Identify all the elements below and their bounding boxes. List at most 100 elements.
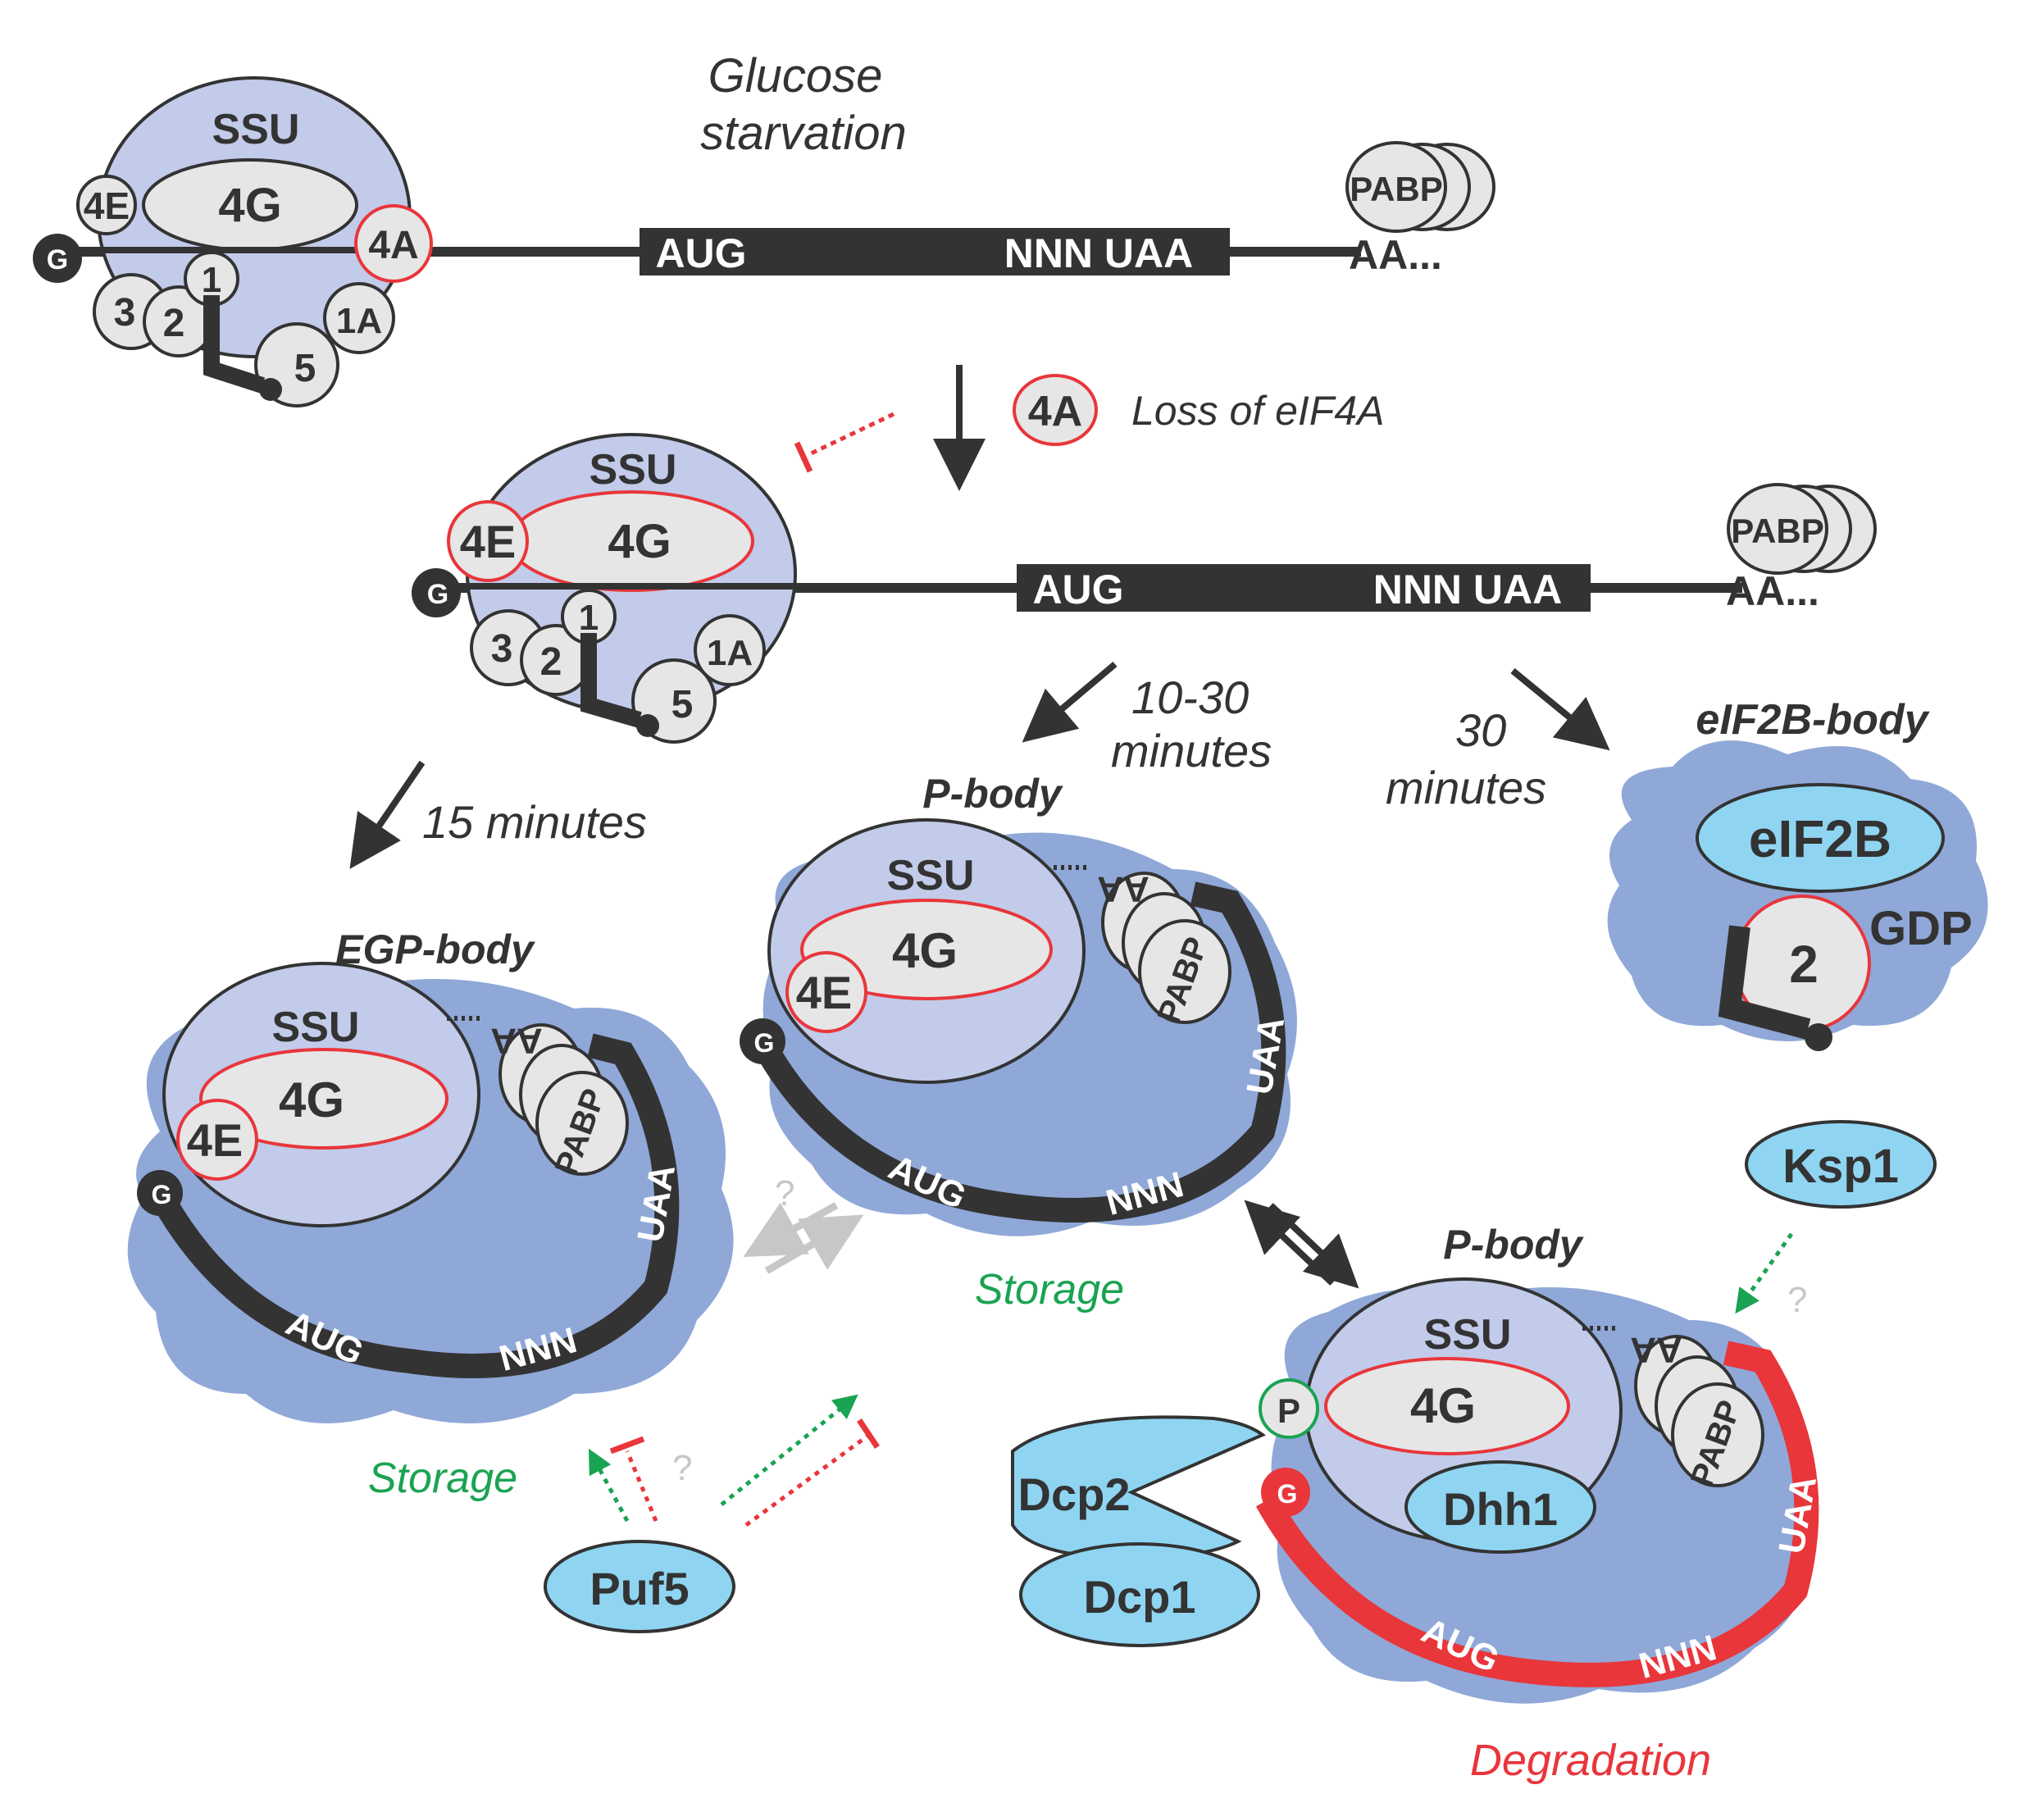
loss-text: Loss of eIF4A — [1131, 388, 1385, 434]
time-15: 15 minutes — [422, 796, 647, 848]
svg-text:P: P — [1277, 1391, 1300, 1430]
svg-text:4E: 4E — [187, 1114, 244, 1166]
svg-text:4G: 4G — [279, 1072, 344, 1127]
svg-text:AA: AA — [1630, 1330, 1682, 1370]
ssu-label: SSU — [212, 106, 300, 153]
svg-text:4G: 4G — [608, 515, 671, 568]
title-line-1: Glucose — [708, 49, 883, 102]
gray-arrow-right — [764, 1214, 864, 1274]
black-arrow-down — [1268, 1203, 1359, 1289]
title: Glucose starvation — [700, 49, 906, 160]
svg-text:?: ? — [672, 1448, 692, 1488]
svg-text:minutes: minutes — [1111, 725, 1272, 776]
svg-text:Ksp1: Ksp1 — [1782, 1140, 1899, 1193]
cds-bar — [640, 228, 1230, 275]
svg-text:Puf5: Puf5 — [590, 1563, 689, 1614]
gdp-label: GDP — [1869, 902, 1973, 955]
eif4a-badge — [1013, 374, 1098, 446]
svg-text:2: 2 — [1789, 935, 1819, 994]
loss-eif4a: 4A Loss of eIF4A — [1013, 374, 1385, 446]
svg-text:1A: 1A — [707, 633, 753, 673]
stop-label: NNN UAA — [1004, 230, 1194, 276]
degradation-label: Degradation — [1470, 1736, 1711, 1785]
svg-text:Dcp1: Dcp1 — [1084, 1571, 1196, 1623]
svg-text:AA...: AA... — [1726, 568, 1819, 614]
svg-text:AA: AA — [490, 1021, 543, 1061]
svg-text:G: G — [152, 1180, 172, 1209]
arrow-to-pbody — [1022, 661, 1118, 743]
svg-text:4E: 4E — [84, 184, 130, 227]
svg-text:5: 5 — [294, 347, 316, 390]
svg-text:30: 30 — [1455, 704, 1506, 756]
eif4g-label: 4G — [218, 179, 281, 232]
svg-text:?: ? — [775, 1173, 794, 1213]
phospho-p — [1259, 1378, 1319, 1439]
cap-m7g — [33, 234, 82, 283]
dhh1-protein — [1404, 1460, 1596, 1554]
svg-text:1A: 1A — [336, 301, 382, 341]
svg-text:2: 2 — [540, 640, 562, 684]
svg-text:AUG: AUG — [1032, 567, 1123, 612]
mrna-loop-pbody-1 — [756, 881, 1286, 1222]
inhibit-bar-4a — [794, 441, 813, 473]
initiation-complex-no4a: AUG NNN UAA AA... PABP SSU 4G 3 2 1 5 1A… — [412, 433, 1877, 744]
title-line-2: starvation — [700, 107, 906, 160]
svg-text:G: G — [754, 1028, 775, 1058]
svg-text:Dhh1: Dhh1 — [1443, 1483, 1558, 1535]
storage-egp: Storage — [368, 1455, 517, 1502]
svg-text:SSU: SSU — [272, 1004, 360, 1051]
pabp-label: PABP — [1350, 170, 1443, 208]
cap-label: G — [47, 244, 68, 275]
pabp-stack: PABP — [1345, 141, 1495, 233]
eif4a — [354, 204, 433, 283]
svg-text:3: 3 — [114, 291, 136, 335]
svg-text:PABP: PABP — [1731, 512, 1824, 550]
ksp1-arrow — [1735, 1232, 1794, 1314]
eif1a — [323, 282, 395, 354]
svg-text:NNN UAA: NNN UAA — [1373, 567, 1563, 612]
svg-text:2: 2 — [163, 302, 185, 345]
ksp1-protein — [1745, 1120, 1937, 1209]
svg-text:SSU: SSU — [1424, 1311, 1512, 1359]
svg-text:Dcp2: Dcp2 — [1018, 1468, 1131, 1520]
svg-text:4E: 4E — [460, 516, 517, 567]
svg-text:3: 3 — [491, 627, 513, 671]
puf5-inhibit-pbody — [744, 1432, 871, 1528]
svg-text:5: 5 — [671, 683, 694, 726]
svg-text:4A: 4A — [368, 224, 418, 267]
puf5-activate-egp — [588, 1448, 630, 1523]
svg-text:4A: 4A — [1028, 388, 1082, 435]
puf5-protein — [544, 1540, 735, 1633]
eif2b-body-label: eIF2B-body — [1696, 696, 1930, 744]
mrna-loop-egp — [153, 1033, 680, 1378]
svg-text:4G: 4G — [892, 923, 958, 978]
eif4e — [76, 175, 137, 235]
pbody-degradation: P-body SSU 4G Dhh1 P PABP AUG NNN UAA AA… — [1255, 1222, 1824, 1704]
svg-text:EGP-body: EGP-body — [335, 927, 535, 972]
egp-body: EGP-body SSU 4G 4E PABP AUG NNN UAA AA G — [127, 927, 734, 1423]
svg-text:eIF2B: eIF2B — [1749, 809, 1891, 868]
aug-label: AUG — [655, 230, 746, 276]
inhibit-line-4a — [806, 412, 895, 458]
svg-text:G: G — [427, 579, 448, 610]
svg-text:1: 1 — [579, 598, 599, 638]
puf5-activate-pbody — [720, 1394, 858, 1506]
trna-shape — [203, 295, 266, 394]
storage-pbody: Storage — [975, 1266, 1124, 1314]
svg-text:1: 1 — [202, 260, 221, 300]
trna-dot — [259, 378, 282, 401]
svg-text:4E: 4E — [796, 967, 853, 1018]
pabp-stack-2: PABP — [1727, 483, 1877, 575]
pbody-storage: P-body SSU 4G 4E PABP AUG NNN UAA AA G — [740, 771, 1297, 1236]
svg-text:10-30: 10-30 — [1131, 672, 1249, 723]
svg-text:AA: AA — [1097, 869, 1149, 909]
eif2b-protein — [1696, 783, 1945, 893]
dcp1-protein — [1019, 1542, 1260, 1647]
svg-text:P-body: P-body — [922, 771, 1063, 817]
mrna-loop-pbody-2 — [1255, 1341, 1819, 1687]
svg-text:P-body: P-body — [1443, 1222, 1584, 1268]
black-arrow-up — [1244, 1200, 1335, 1286]
ksp1-unknown: ? — [1787, 1280, 1807, 1320]
svg-text:G: G — [1277, 1479, 1298, 1509]
